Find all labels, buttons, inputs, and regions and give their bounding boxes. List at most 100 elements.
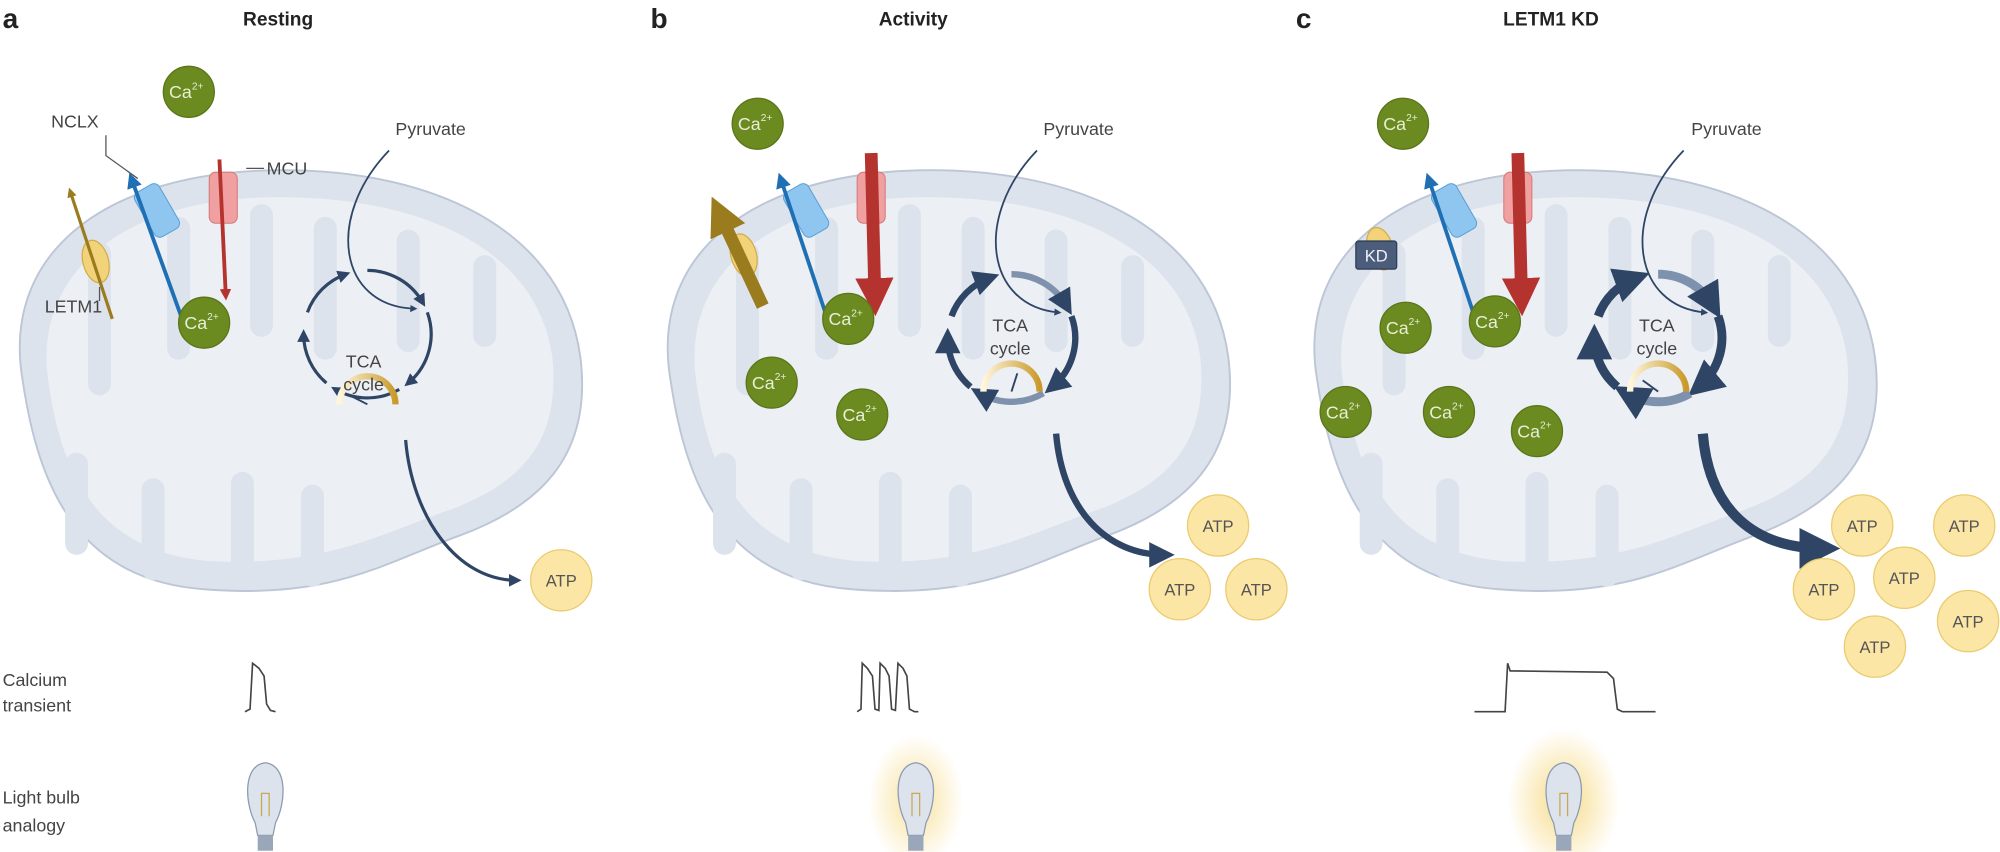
crista [230, 471, 254, 587]
panel-letter-b: b [651, 3, 668, 34]
atp-label: ATP [1808, 581, 1839, 600]
calcium-ion-label: Ca2+ [1326, 401, 1360, 422]
calcium-ion-circle [836, 388, 889, 441]
calcium-ion-label: Ca2+ [1383, 113, 1417, 134]
tca-label-line1: TCA [1639, 316, 1675, 336]
atp-circle [1843, 615, 1907, 678]
mcu-influx-arrow [217, 159, 232, 301]
tca-cycle-arrow [1593, 268, 1650, 318]
pyruvate-label-b: Pyruvate [1043, 119, 1113, 139]
panel-title-activity: Activity [879, 10, 948, 31]
tca-label-line1: TCA [992, 316, 1028, 336]
calcium-ion-label: Ca2+ [738, 113, 772, 134]
light-bulb-letm1-kd [1507, 728, 1620, 852]
crista [141, 478, 165, 581]
calcium-ion: Ca2+ [162, 65, 215, 118]
tca-activity-gauge [1626, 360, 1690, 392]
calcium-transient-trace-activity [856, 661, 919, 713]
tca-cycle-arrow [1011, 271, 1072, 315]
atp-production-arrow [404, 439, 522, 587]
tca-cycle-arrow [970, 388, 1045, 412]
crista [1525, 471, 1549, 587]
light-bulb-label-line2: analogy [3, 816, 66, 836]
light-bulbs [247, 728, 1620, 852]
crista [713, 452, 736, 555]
calcium-symbol: Ca [169, 82, 192, 102]
crista [301, 484, 325, 587]
crista [1767, 255, 1791, 347]
calcium-ion-circle [1422, 385, 1476, 439]
tca-activity-gauge [980, 360, 1043, 392]
kd-box [1355, 240, 1398, 270]
mcu-label: MCU [267, 159, 308, 179]
bulb-base [908, 835, 924, 851]
crista [65, 452, 89, 555]
pyruvate-arrow [994, 149, 1062, 316]
atp-label: ATP [1949, 517, 1980, 536]
atp-molecule: ATP [529, 549, 593, 612]
calcium-ion-label: Ca2+ [1429, 401, 1463, 422]
nclx-efflux-arrow [776, 172, 829, 317]
tca-cycle-arrow [297, 329, 328, 385]
mitochondrion-a [18, 169, 584, 592]
pyruvate-label-a: Pyruvate [395, 119, 465, 139]
mcu-influx-arrow [1501, 152, 1541, 317]
gauge-needle [349, 394, 368, 406]
atp-molecule: ATP [1186, 494, 1250, 557]
atp-label: ATP [1953, 613, 1984, 632]
crista [396, 229, 420, 353]
calcium-symbol: Ca [1386, 318, 1409, 338]
bulb-filament [911, 792, 921, 817]
crista [878, 471, 902, 587]
calcium-charge: 2+ [1349, 401, 1361, 412]
foreground-layer [67, 149, 1841, 587]
tca-label-line1: TCA [346, 351, 382, 371]
calcium-symbol: Ca [1517, 421, 1540, 441]
atp-molecule: ATP [1792, 558, 1856, 621]
pyruvate-arrow [1641, 149, 1709, 316]
mitochondrion-c [1313, 169, 1878, 592]
atp-circle [1792, 558, 1856, 621]
calcium-charge: 2+ [775, 372, 787, 383]
atp-molecule: ATP [1936, 589, 2000, 653]
bulb-glass [247, 762, 284, 837]
atp-circle [1225, 558, 1288, 621]
calcium-ion-circle [1468, 295, 1522, 348]
crista [1595, 484, 1619, 587]
light-bulb-activity [867, 734, 964, 852]
atp-label: ATP [1241, 581, 1272, 600]
calcium-charge: 2+ [761, 113, 773, 124]
atp-molecule: ATP [1148, 558, 1212, 621]
crista [473, 255, 497, 347]
letm1-efflux-arrow [67, 187, 114, 320]
calcium-transient-trace-resting [244, 661, 276, 713]
kd-label: KD [1365, 246, 1388, 265]
calcium-ion: Ca2+ [1376, 97, 1430, 150]
calcium-ion-circle [1319, 385, 1372, 439]
molecule-labels: Ca2+Ca2+Ca2+Ca2+Ca2+Ca2+Ca2+Ca2+Ca2+Ca2+… [162, 65, 2000, 678]
tca-cycle-arrow [1688, 314, 1727, 397]
letm1-label: LETM1 [45, 296, 103, 316]
tca-cycle-arrow [367, 268, 426, 307]
light-bulb-label-line1: Light bulb [3, 788, 80, 808]
atp-molecule: ATP [1225, 558, 1288, 621]
calcium-charge: 2+ [1406, 113, 1418, 124]
calcium-ion-label: Ca2+ [1517, 421, 1551, 442]
calcium-ion: Ca2+ [1319, 385, 1372, 439]
calcium-ion-label: Ca2+ [1475, 311, 1509, 332]
panel-title-resting: Resting [243, 10, 313, 31]
calcium-ion-circle [162, 65, 215, 118]
bulb-base [1556, 835, 1572, 851]
tca-cycle-arrow [1613, 386, 1693, 420]
calcium-transient-label-line2: transient [3, 696, 71, 716]
nclx-label: NCLX [51, 112, 99, 132]
atp-circle [529, 549, 593, 612]
calcium-ion-circle [1510, 404, 1564, 458]
tca-label-line2: cycle [1637, 339, 1678, 359]
crista [897, 204, 921, 337]
calcium-charge: 2+ [207, 312, 219, 323]
atp-production-arrow [1697, 433, 1841, 569]
calcium-ion-label: Ca2+ [169, 81, 203, 102]
tca-activity-gauge [336, 373, 399, 405]
